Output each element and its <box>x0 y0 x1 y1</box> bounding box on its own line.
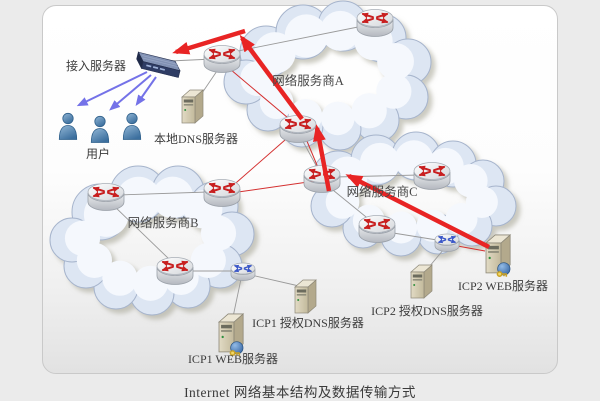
icp2-web-label: ICP2 WEB服务器 <box>458 278 548 293</box>
cloud-c-label: 网络服务商C <box>347 184 418 199</box>
link-line <box>428 248 445 268</box>
cloud-highlight <box>320 101 355 136</box>
user-arrow <box>135 76 157 107</box>
cloud-c <box>310 131 517 257</box>
response-arrow <box>172 28 246 55</box>
local-dns-server-icon <box>181 89 204 124</box>
router-icon <box>157 258 193 285</box>
icp1-web-server-icon <box>219 314 243 356</box>
icp1-web-label: ICP1 WEB服务器 <box>188 351 278 366</box>
router-icon <box>357 10 393 37</box>
response-arrow <box>239 34 304 121</box>
cloud-highlight <box>351 93 387 129</box>
router-icon <box>204 46 240 73</box>
users-label: 用户 <box>86 146 110 161</box>
cloud-highlight <box>190 242 226 278</box>
user-arrow <box>109 74 152 111</box>
access-server-label: 接入服务器 <box>66 58 126 73</box>
cloud-highlight <box>445 203 478 235</box>
router-icon <box>280 116 316 143</box>
cloud-highlight <box>284 14 328 58</box>
icp2-web-server-icon <box>486 235 510 277</box>
cloud-a-label: 网络服务商A <box>272 73 344 88</box>
icp2-dns-label: ICP2 授权DNS服务器 <box>371 303 483 318</box>
cloud-highlight <box>325 185 360 219</box>
icp2-dns-server-icon <box>410 264 433 299</box>
cloud-highlight <box>359 142 400 183</box>
router-icon <box>204 180 240 207</box>
user-icon <box>122 112 142 140</box>
diagram-caption: Internet 网络基本结构及数据传输方式 <box>184 385 416 400</box>
link-line <box>327 185 372 222</box>
cloud-highlight <box>102 260 138 296</box>
switch-icon <box>231 263 255 281</box>
request-line <box>230 180 316 194</box>
icp1-dns-server-icon <box>294 279 317 314</box>
router-icon <box>414 163 450 190</box>
cloud-highlight <box>151 176 194 219</box>
cloud-b-label: 网络服务商B <box>128 215 199 230</box>
user-arrow <box>76 71 148 107</box>
link-line <box>250 274 300 287</box>
cloud-highlight <box>377 43 414 80</box>
router-icon <box>304 166 340 193</box>
cloud-highlight <box>64 220 101 256</box>
link-line <box>117 191 209 196</box>
switch-icon <box>435 234 459 252</box>
router-icon <box>88 184 124 211</box>
user-icon <box>58 112 78 140</box>
response-arrow <box>345 173 491 250</box>
cloud-highlight <box>200 215 237 251</box>
local-dns-label: 本地DNS服务器 <box>154 131 238 146</box>
icp1-dns-label: ICP1 授权DNS服务器 <box>252 315 364 330</box>
link-line <box>111 203 170 260</box>
response-arrow <box>313 124 332 192</box>
cloud-b <box>49 165 255 316</box>
cloud-highlight <box>116 176 161 222</box>
user-icon <box>90 115 110 143</box>
router-icon <box>359 216 395 243</box>
cloud-highlight <box>416 209 449 242</box>
cloud-highlight <box>376 73 412 109</box>
request-line <box>223 63 295 124</box>
request-line <box>228 132 294 190</box>
link-line <box>232 278 242 318</box>
